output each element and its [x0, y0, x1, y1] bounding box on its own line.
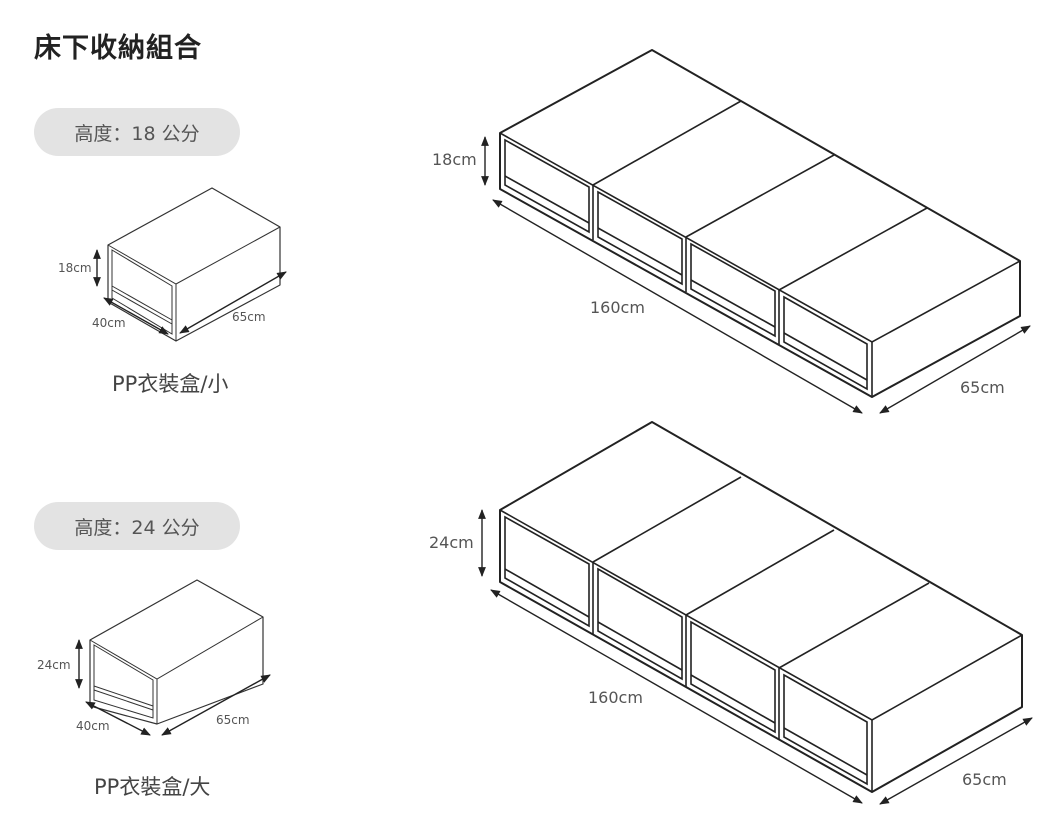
dim-label-width: 40cm [76, 719, 110, 733]
height-badge-large: 高度：24 公分 [34, 502, 240, 550]
dim-arrow-length [490, 589, 863, 804]
dim-arrow-depth [879, 717, 1033, 805]
dim-label-height: 24cm [429, 533, 474, 552]
dim-arrow-depth [879, 325, 1031, 414]
dim-arrow-length [492, 199, 863, 414]
dim-arrow-depth [179, 271, 287, 334]
dim-label-height: 18cm [432, 150, 477, 169]
dim-label-width: 40cm [92, 316, 126, 330]
dim-label-depth: 65cm [216, 713, 250, 727]
dim-label-depth: 65cm [960, 378, 1005, 397]
dim-arrow-depth [161, 674, 271, 736]
dim-label-depth: 65cm [232, 310, 266, 324]
product-caption-large: PP衣裝盒/大 [94, 775, 211, 799]
dim-label-height: 18cm [58, 261, 92, 275]
height-badge-small: 高度：18 公分 [34, 108, 240, 156]
dim-label-length: 160cm [588, 688, 643, 707]
dim-arrow-width [85, 701, 151, 736]
set-outline [499, 49, 1021, 398]
dim-label-depth: 65cm [962, 770, 1007, 789]
combo-set-large [499, 421, 1023, 793]
box-outline [89, 579, 264, 725]
product-caption-small: PP衣裝盒/小 [112, 372, 229, 396]
set-outline [499, 421, 1023, 793]
dim-arrow-width [103, 297, 169, 335]
dim-label-height: 24cm [37, 658, 71, 672]
single-box-large [89, 579, 264, 725]
dim-label-length: 160cm [590, 298, 645, 317]
combo-set-small [499, 49, 1021, 398]
page-title: 床下收納組合 [34, 33, 202, 64]
